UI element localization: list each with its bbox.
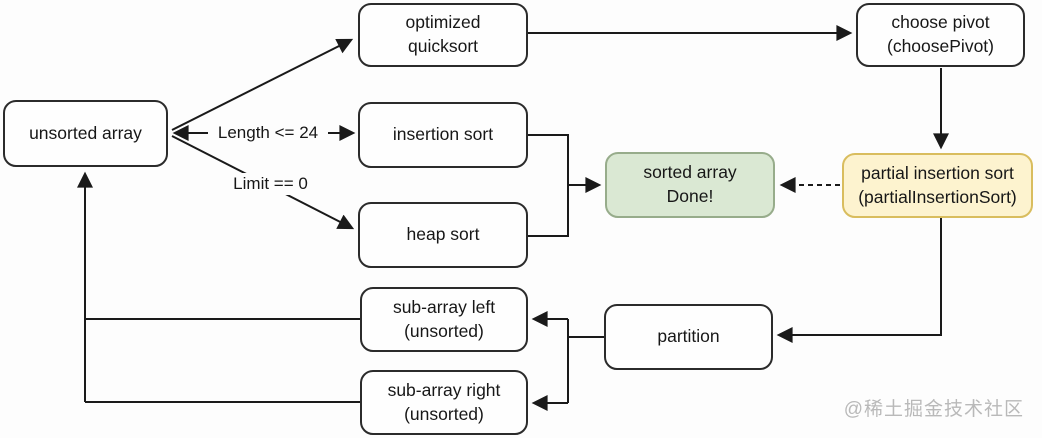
edge-unsorted-to-optimized-quicksort bbox=[171, 38, 354, 131]
edge-partial-insertion-to-partition bbox=[776, 218, 942, 343]
watermark-text: @稀土掘金技术社区 bbox=[843, 399, 1024, 420]
node-unsorted-array: unsorted array bbox=[3, 100, 168, 167]
node-choose-pivot: choose pivot (choosePivot) bbox=[856, 3, 1025, 67]
edge-label-length-condition: Length <= 24 bbox=[208, 122, 328, 144]
edge-label-limit-condition: Limit == 0 bbox=[222, 173, 319, 195]
edge-sorts-merge-rail bbox=[528, 134, 569, 237]
node-partial-insertion-sort: partial insertion sort (partialInsertion… bbox=[842, 153, 1033, 218]
edge-partition-split-rail bbox=[567, 319, 604, 403]
node-insertion-sort: insertion sort bbox=[358, 102, 528, 168]
node-optimized-quicksort: optimized quicksort bbox=[358, 3, 528, 67]
edge-feedback-rails bbox=[85, 318, 360, 403]
node-sub-array-right: sub-array right (unsorted) bbox=[360, 370, 528, 435]
node-partition: partition bbox=[604, 304, 773, 370]
node-heap-sort: heap sort bbox=[358, 202, 528, 268]
node-sub-array-left: sub-array left (unsorted) bbox=[360, 287, 528, 352]
node-sorted-array-done: sorted array Done! bbox=[605, 152, 775, 218]
